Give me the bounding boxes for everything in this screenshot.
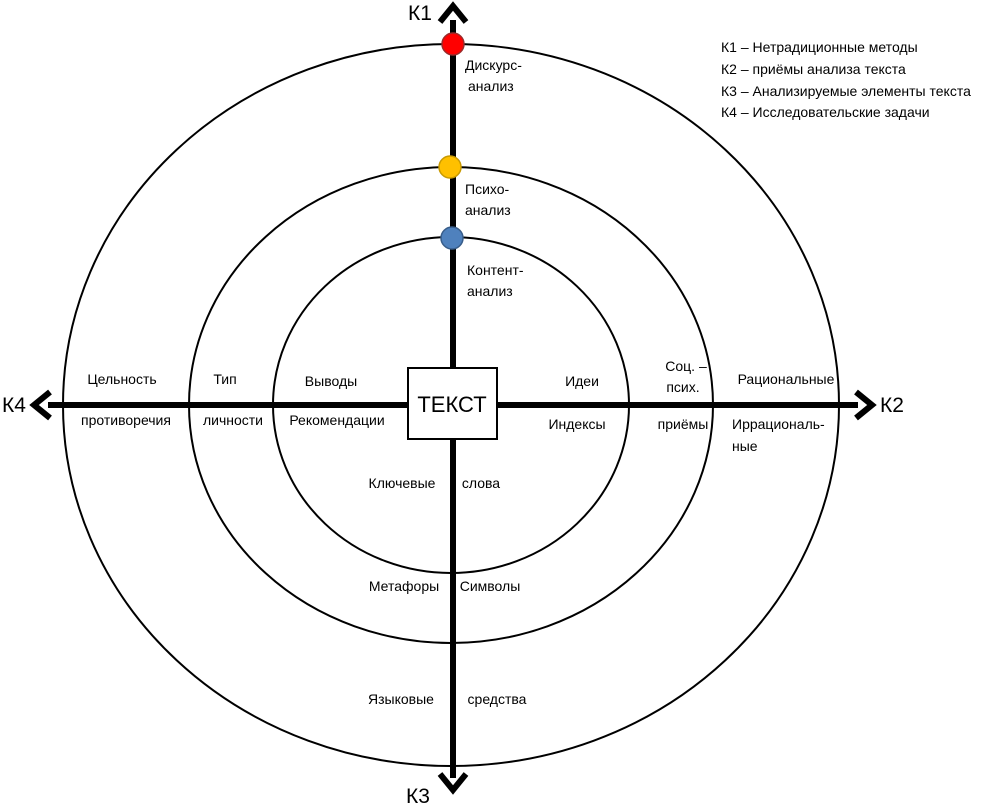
content-analysis-label-1: Контент-	[467, 262, 524, 278]
bottom-inner-left-label: Ключевые	[369, 475, 436, 491]
k4-arrowhead	[29, 389, 52, 421]
psychoanalysis-label-2: анализ	[465, 202, 511, 218]
legend-item-k1: К1 – Нетрадиционные методы	[721, 39, 918, 55]
outer-left-bottom-label: противоречия	[81, 412, 171, 428]
axis-label-k3: К3	[406, 785, 430, 808]
legend-item-k3: К3 – Анализируемые элементы текста	[721, 83, 971, 99]
k1-arrowhead	[437, 1, 469, 24]
psychoanalysis-marker	[438, 155, 462, 179]
inner-right-top-label: Идеи	[565, 373, 599, 389]
outer-left-top-label: Цельность	[87, 371, 156, 387]
legend-item-k4: К4 – Исследовательские задачи	[721, 104, 930, 120]
content-analysis-label-2: анализ	[467, 283, 513, 299]
discourse-analysis-label-2: анализ	[468, 78, 514, 94]
center-label: ТЕКСТ	[417, 392, 486, 417]
middle-left-bottom-label: личности	[203, 412, 263, 428]
middle-right-bottom-label: приёмы	[658, 416, 709, 432]
middle-right-top-label-1: Соц. –	[665, 358, 707, 374]
bottom-outer-left-label: Языковые	[368, 691, 434, 707]
legend: К1 – Нетрадиционные методы К2 – приёмы а…	[721, 39, 971, 120]
content-analysis-marker	[440, 226, 464, 250]
middle-right-top-label-2: псих.	[666, 379, 699, 395]
inner-left-bottom-label: Рекомендации	[289, 412, 384, 428]
axis-label-k2: К2	[880, 394, 904, 417]
inner-left-top-label: Выводы	[305, 373, 357, 389]
outer-right-top-label: Рациональные	[738, 371, 835, 387]
axis-label-k4: К4	[2, 394, 26, 417]
outer-right-bottom-label-1: Иррациональ-	[732, 416, 825, 432]
legend-item-k2: К2 – приёмы анализа текста	[721, 61, 906, 77]
inner-right-bottom-label: Индексы	[548, 416, 605, 432]
bottom-middle-left-label: Метафоры	[369, 578, 439, 594]
axis-label-k1: К1	[408, 2, 432, 25]
bottom-inner-right-label: слова	[462, 475, 500, 491]
discourse-analysis-label-1: Дискурс-	[465, 57, 522, 73]
k3-arrowhead	[437, 772, 469, 795]
middle-left-top-label: Тип	[213, 371, 236, 387]
bottom-outer-right-label: средства	[468, 691, 527, 707]
outer-right-bottom-label-2: ные	[732, 438, 758, 454]
center-box	[407, 367, 498, 440]
discourse-analysis-marker	[441, 32, 465, 56]
bottom-middle-right-label: Символы	[460, 578, 521, 594]
psychoanalysis-label-1: Психо-	[465, 181, 510, 197]
k2-arrowhead	[854, 389, 877, 421]
